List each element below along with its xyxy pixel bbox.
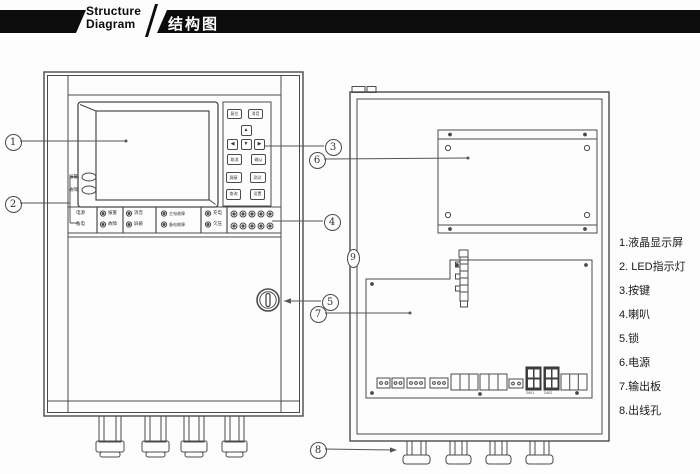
relay-block-1 — [525, 366, 542, 391]
terminal-label-24v1: 24V1 — [526, 391, 535, 395]
button-test: 测试 — [249, 172, 266, 183]
led-indicator-strip — [67, 206, 282, 234]
strip-label-charge: 充电 — [213, 210, 222, 215]
relay-block-2 — [543, 366, 560, 391]
page-title-en: Structure Diagram — [86, 5, 141, 31]
keypad-panel — [222, 101, 272, 207]
legend-item-lock: 5.锁 — [619, 333, 640, 345]
strip-label-shield: 屏蔽 — [134, 221, 143, 226]
lamp-label-alarm: 报警 — [69, 173, 78, 179]
legend-item-speaker: 4.喇叭 — [619, 309, 651, 321]
legend-item-outlet: 8.出线孔 — [619, 405, 662, 417]
lamp-label-fault: 故障 — [69, 186, 78, 192]
legend-item-output: 7.输出板 — [619, 381, 662, 393]
header-bar-right — [157, 10, 700, 33]
terminal-label-24v2: 24V2 — [544, 391, 553, 395]
callout-5-lock: 5 — [321, 293, 339, 311]
terminal-blocks — [376, 366, 588, 391]
arrow-left-icon: ◀ — [227, 139, 238, 150]
callout-1-lcd: 1 — [4, 133, 22, 151]
page-title-en-line2: Diagram — [86, 17, 136, 31]
arrow-right-icon: ▶ — [254, 139, 265, 150]
strip-leds — [99, 210, 212, 228]
output-board — [365, 249, 593, 399]
legend-item-lcd: 1.液晶显示屏 — [619, 237, 684, 249]
button-query: 查询 — [226, 188, 241, 200]
legend-item-led: 2. LED指示灯 — [619, 261, 686, 273]
callout-lines — [20, 139, 470, 453]
lcd-screen — [77, 101, 219, 208]
button-shield: 屏蔽 — [225, 172, 242, 183]
strip-label-alarm: 报警 — [108, 210, 117, 215]
callout-2-led: 2 — [4, 195, 22, 213]
button-confirm: 确认 — [251, 154, 266, 165]
strip-label-backup-fault: 备电故障 — [169, 221, 185, 227]
strip-label-mains-fault: 主电故障 — [169, 210, 185, 216]
board-connector — [455, 249, 469, 308]
callout-6-power: 6 — [308, 151, 326, 169]
power-board — [437, 129, 598, 234]
strip-label-power: 电源 — [76, 210, 85, 215]
callout-7-output: 7 — [309, 305, 327, 323]
callout-3-keys: 3 — [324, 138, 342, 156]
strip-label-backup: 备电 — [76, 221, 85, 226]
callout-9-hinge: 9 — [346, 248, 360, 268]
button-mute: 消音 — [248, 109, 263, 119]
header-bar-left — [0, 10, 86, 33]
callout-4-speaker: 4 — [323, 213, 341, 231]
button-setup: 设置 — [250, 188, 265, 200]
legend-item-keys: 3.按键 — [619, 285, 651, 297]
door-lock — [256, 288, 280, 312]
arrow-up-icon: ▲ — [240, 125, 252, 136]
strip-label-fault: 故障 — [108, 221, 117, 226]
led-bank — [230, 210, 274, 230]
button-cancel: 取消 — [227, 154, 242, 165]
arrow-down-icon: ▼ — [240, 139, 252, 150]
status-lamp-ovals — [81, 172, 97, 195]
strip-label-lowvolt: 欠压 — [213, 221, 222, 226]
front-cabinet-outline — [43, 71, 304, 417]
strip-label-mute: 消音 — [134, 210, 143, 215]
callout-8-outlet: 8 — [309, 441, 327, 459]
button-reset: 复位 — [227, 109, 242, 119]
front-cable-glands — [95, 415, 248, 458]
page-title-en-line1: Structure — [86, 4, 142, 18]
rear-cable-glands — [402, 440, 554, 465]
legend-item-power: 6.电源 — [619, 357, 651, 369]
page-title-zh: 结构图 — [168, 16, 220, 33]
